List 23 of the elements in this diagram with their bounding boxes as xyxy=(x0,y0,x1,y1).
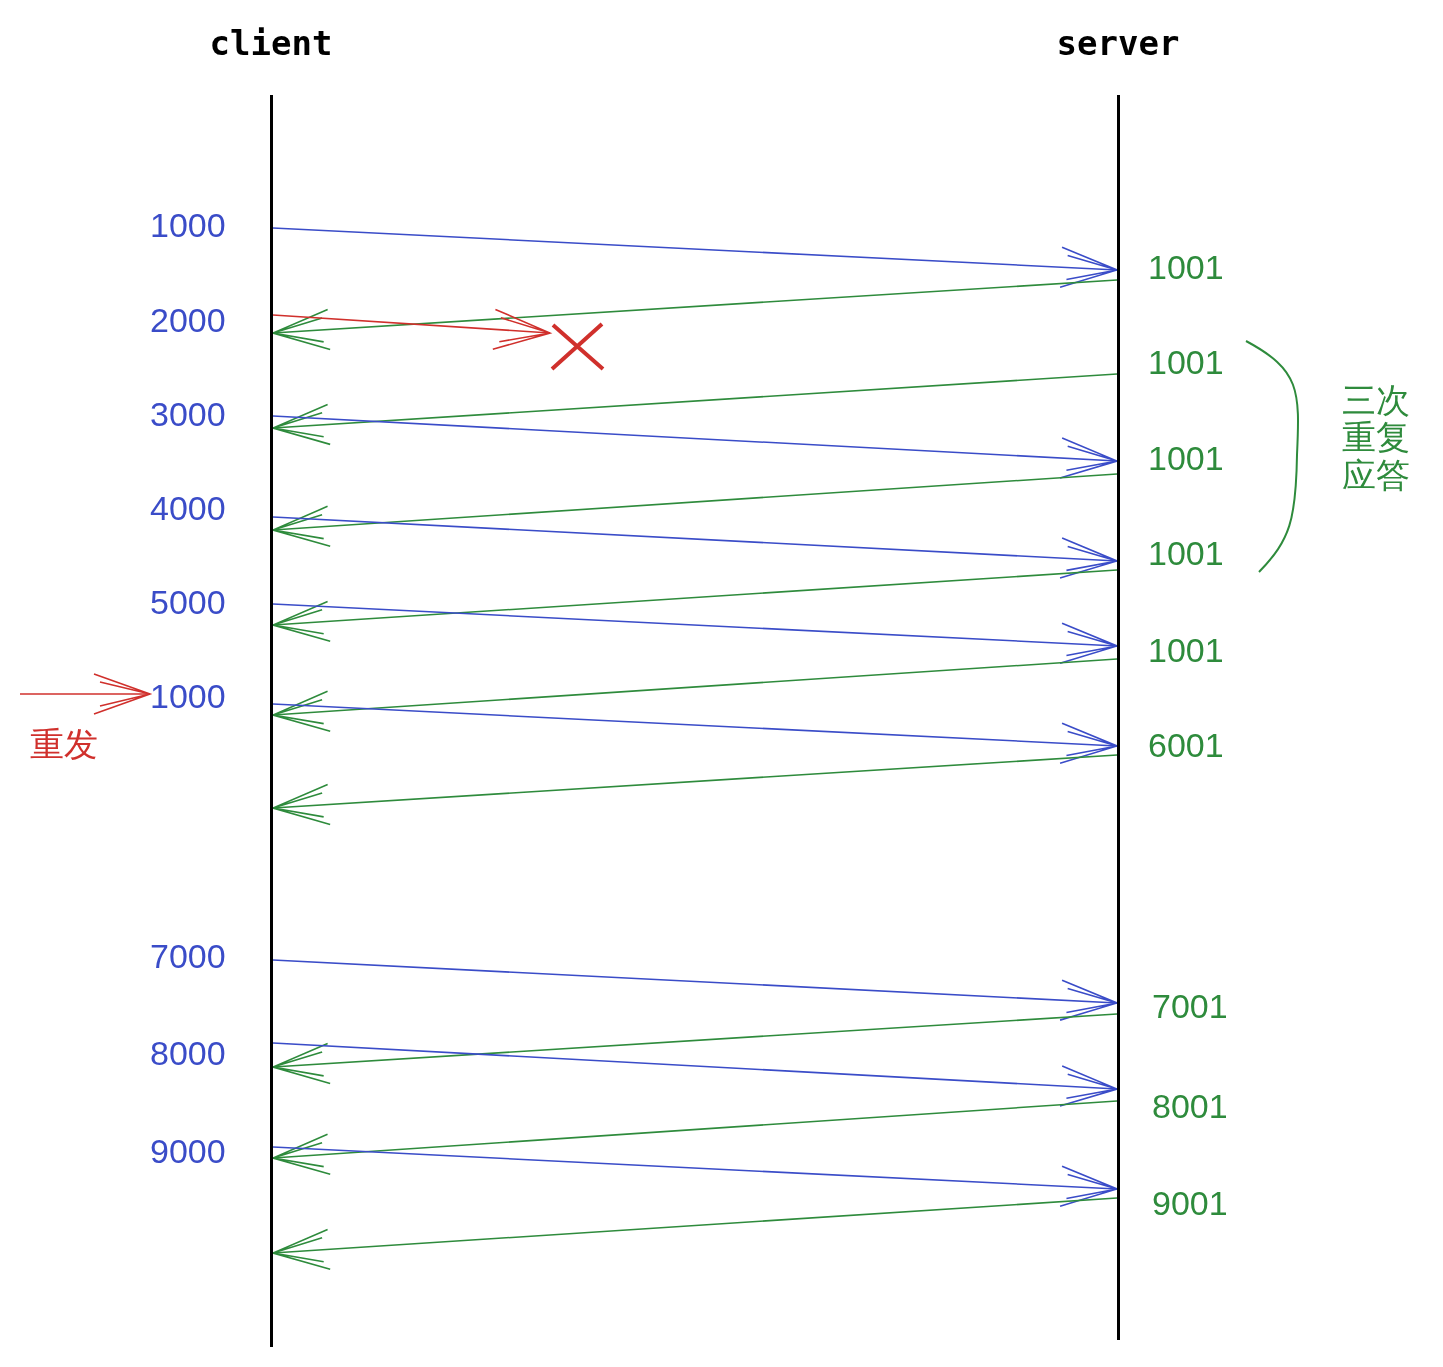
sequence-number: 7000 xyxy=(150,936,226,976)
lifeline-heading: client xyxy=(208,22,334,65)
sequence-number: 1001 xyxy=(1148,438,1224,478)
annotation: 三次重复应答 xyxy=(1342,382,1410,495)
sequence-number: 2000 xyxy=(150,300,226,340)
sequence-number: 7001 xyxy=(1152,986,1228,1026)
sequence-number: 9001 xyxy=(1152,1183,1228,1223)
sequence-number: 9000 xyxy=(150,1131,226,1171)
sequence-number: 6001 xyxy=(1148,725,1224,765)
sequence-number: 5000 xyxy=(150,582,226,622)
sequence-number: 8001 xyxy=(1152,1086,1228,1126)
lifeline-heading: server xyxy=(1055,22,1181,65)
sequence-number: 1000 xyxy=(150,205,226,245)
cross-mark xyxy=(550,322,606,372)
annotation: 重发 xyxy=(30,724,98,764)
sequence-number: 4000 xyxy=(150,488,226,528)
sequence-number: 1001 xyxy=(1148,630,1224,670)
sequence-number: 3000 xyxy=(150,394,226,434)
sequence-number: 1001 xyxy=(1148,533,1224,573)
sequence-number: 1001 xyxy=(1148,342,1224,382)
sequence-number: 8000 xyxy=(150,1033,226,1073)
sequence-number: 1000 xyxy=(150,676,226,716)
sequence-number: 1001 xyxy=(1148,247,1224,287)
